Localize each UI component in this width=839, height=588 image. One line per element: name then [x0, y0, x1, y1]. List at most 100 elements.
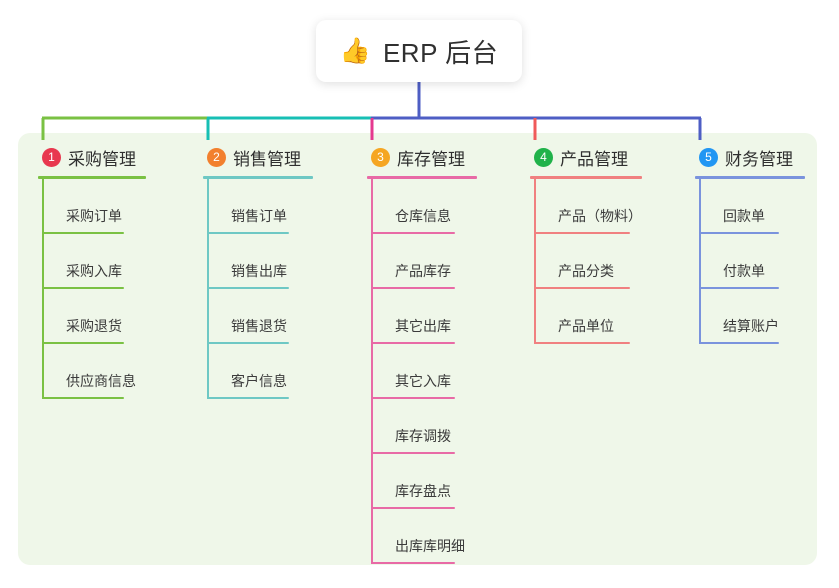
branch-title-3: 库存管理: [397, 149, 465, 169]
leaf-item[interactable]: 库存盘点: [367, 454, 477, 509]
leaf-item-underline: [207, 232, 289, 234]
leaf-item[interactable]: 库存调拨: [367, 399, 477, 454]
leaf-item-label: 产品（物料）: [558, 208, 642, 224]
branch-column-4: 4 产品管理产品（物料） 产品分类产品单位: [530, 144, 642, 344]
branch-column-5: 5 财务管理回款单付款单结算账户: [695, 144, 805, 344]
leaf-item[interactable]: 销售退货: [203, 289, 313, 344]
leaf-item-label: 出库库明细: [395, 538, 465, 554]
leaf-item-underline: [371, 562, 455, 564]
branch-trunk-2: [207, 179, 209, 399]
leaf-item-underline: [207, 342, 289, 344]
leaf-item-label: 结算账户: [723, 318, 779, 334]
branch-badge-3: 3: [371, 147, 390, 167]
branch-trunk-4: [534, 179, 536, 344]
branch-underline-1: [38, 176, 146, 179]
leaf-item[interactable]: 结算账户: [695, 289, 805, 344]
leaf-item-label: 仓库信息: [395, 208, 451, 224]
leaf-item[interactable]: 客户信息: [203, 344, 313, 399]
branch-badge-4: 4: [534, 147, 553, 167]
leaf-item[interactable]: 产品分类: [530, 234, 642, 289]
leaf-item-label: 其它出库: [395, 318, 451, 334]
leaf-item[interactable]: 回款单: [695, 179, 805, 234]
branch-header-4[interactable]: 4 产品管理: [530, 144, 642, 170]
leaf-item-underline: [42, 397, 124, 399]
leaf-item[interactable]: 产品单位: [530, 289, 642, 344]
leaf-item-underline: [371, 452, 455, 454]
branch-underline-4: [530, 176, 642, 179]
branch-trunk-3: [371, 179, 373, 564]
leaf-item-label: 采购入库: [66, 263, 122, 279]
leaf-item-underline: [42, 232, 124, 234]
leaf-item-label: 付款单: [723, 263, 765, 279]
branch-header-1[interactable]: 1 采购管理: [38, 144, 146, 170]
leaf-item-label: 库存调拨: [395, 428, 451, 444]
branch-title-1: 采购管理: [68, 149, 136, 169]
leaf-item-label: 销售退货: [231, 318, 287, 334]
branch-underline-5: [695, 176, 805, 179]
leaf-item[interactable]: 销售订单: [203, 179, 313, 234]
leaf-item-label: 回款单: [723, 208, 765, 224]
leaf-item-label: 采购退货: [66, 318, 122, 334]
branch-trunk-5: [699, 179, 701, 344]
leaf-item-underline: [371, 507, 455, 509]
leaf-item-underline: [534, 287, 630, 289]
branch-header-3[interactable]: 3 库存管理: [367, 144, 477, 170]
leaf-item[interactable]: 其它入库: [367, 344, 477, 399]
branch-title-2: 销售管理: [233, 149, 301, 169]
leaf-item-underline: [207, 397, 289, 399]
leaf-item[interactable]: 采购订单: [38, 179, 146, 234]
leaf-item-underline: [371, 232, 455, 234]
leaf-item-underline: [534, 342, 630, 344]
leaf-item-underline: [371, 342, 455, 344]
branch-items-3: 仓库信息产品库存其它出库其它入库库存调拨库存盘点出库库明细: [367, 179, 477, 564]
leaf-item-label: 客户信息: [231, 373, 287, 389]
branch-underline-3: [367, 176, 477, 179]
leaf-item-underline: [371, 397, 455, 399]
leaf-item[interactable]: 仓库信息: [367, 179, 477, 234]
branch-items-2: 销售订单销售出库销售退货客户信息: [203, 179, 313, 399]
branch-badge-2: 2: [207, 147, 226, 167]
leaf-item[interactable]: 销售出库: [203, 234, 313, 289]
leaf-item-underline: [207, 287, 289, 289]
root-node[interactable]: 👍 ERP 后台: [316, 20, 522, 82]
leaf-item[interactable]: 采购退货: [38, 289, 146, 344]
branch-column-1: 1 采购管理采购订单采购入库采购退货供应商信息: [38, 144, 146, 399]
branch-column-2: 2 销售管理销售订单销售出库销售退货客户信息: [203, 144, 313, 399]
root-node-title: ERP 后台: [382, 37, 499, 68]
branch-underline-2: [203, 176, 313, 179]
branch-trunk-1: [42, 179, 44, 399]
leaf-item-underline: [42, 287, 124, 289]
leaf-item-underline: [699, 342, 779, 344]
leaf-item-label: 产品库存: [395, 263, 451, 279]
leaf-item-underline: [699, 287, 779, 289]
leaf-item[interactable]: 产品库存: [367, 234, 477, 289]
branch-title-4: 产品管理: [560, 149, 628, 169]
leaf-item-underline: [42, 342, 124, 344]
leaf-item-label: 销售订单: [231, 208, 287, 224]
leaf-item-label: 产品单位: [558, 318, 614, 334]
branch-badge-1: 1: [42, 147, 61, 167]
leaf-item[interactable]: 产品（物料）: [530, 179, 642, 234]
leaf-item-label: 其它入库: [395, 373, 451, 389]
branch-items-5: 回款单付款单结算账户: [695, 179, 805, 344]
leaf-item[interactable]: 采购入库: [38, 234, 146, 289]
leaf-item[interactable]: 出库库明细: [367, 509, 477, 564]
branch-header-2[interactable]: 2 销售管理: [203, 144, 313, 170]
branch-column-3: 3 库存管理仓库信息产品库存其它出库其它入库库存调拨库存盘点出库库明细: [367, 144, 477, 564]
leaf-item-label: 供应商信息: [66, 373, 136, 389]
leaf-item[interactable]: 供应商信息: [38, 344, 146, 399]
branch-badge-5: 5: [699, 147, 718, 167]
leaf-item-label: 销售出库: [231, 263, 287, 279]
branch-title-5: 财务管理: [725, 149, 793, 169]
branch-items-4: 产品（物料） 产品分类产品单位: [530, 179, 642, 344]
branch-items-1: 采购订单采购入库采购退货供应商信息: [38, 179, 146, 399]
leaf-item[interactable]: 其它出库: [367, 289, 477, 344]
branch-header-5[interactable]: 5 财务管理: [695, 144, 805, 170]
leaf-item-label: 产品分类: [558, 263, 614, 279]
leaf-item-underline: [371, 287, 455, 289]
leaf-item-label: 采购订单: [66, 208, 122, 224]
leaf-item[interactable]: 付款单: [695, 234, 805, 289]
thumbs-up-icon: 👍: [339, 36, 371, 65]
leaf-item-underline: [699, 232, 779, 234]
leaf-item-label: 库存盘点: [395, 483, 451, 499]
